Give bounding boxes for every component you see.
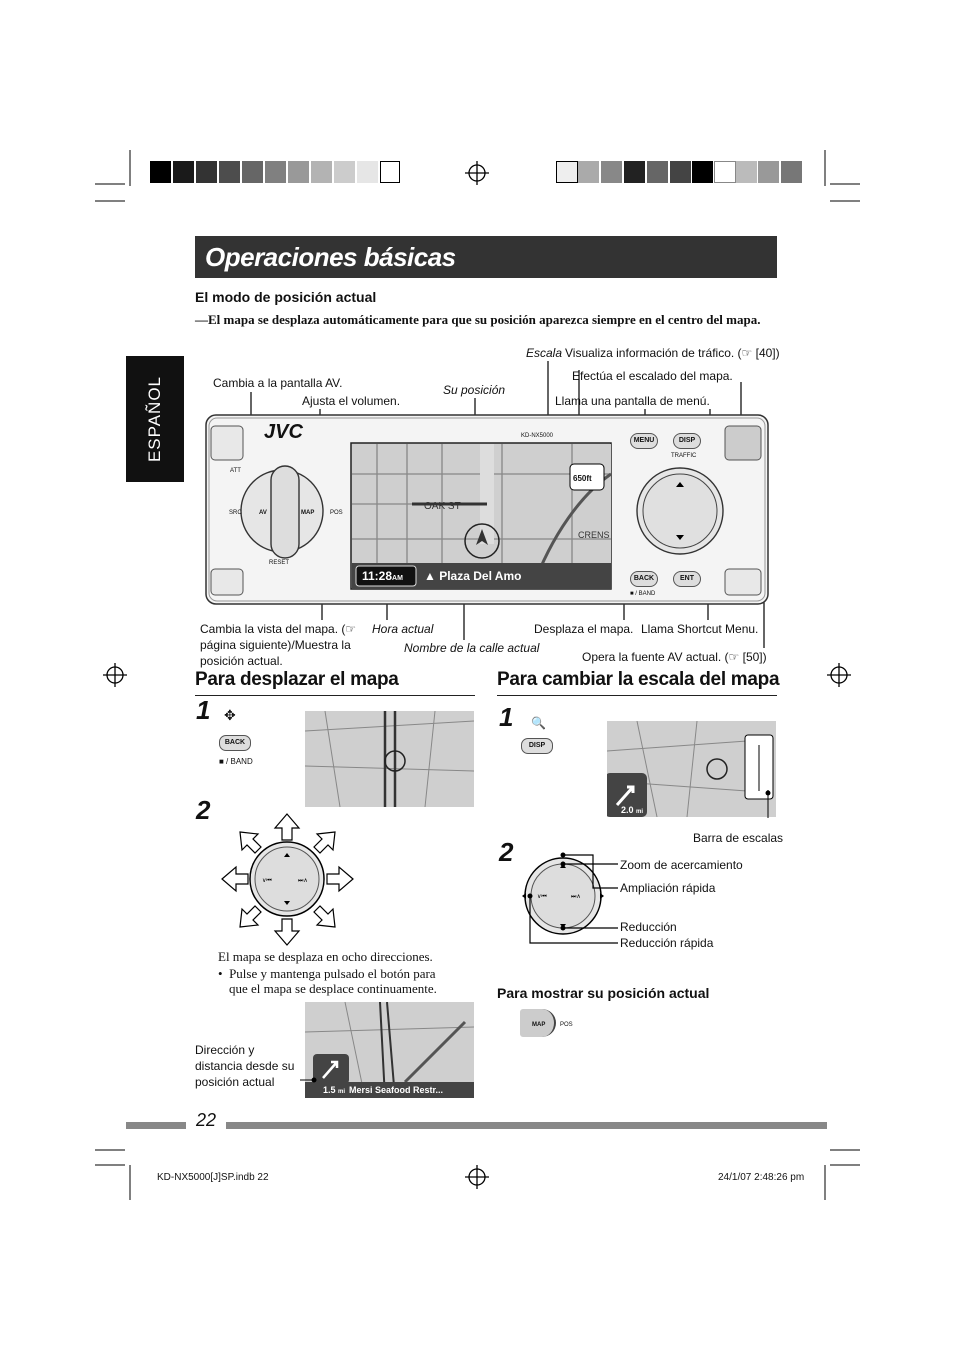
reduccion-label: Reducción	[620, 920, 677, 934]
pos-label: POS	[330, 510, 343, 516]
menu-button[interactable]: MENU	[630, 433, 658, 449]
position-heading: Para mostrar su posición actual	[497, 985, 710, 1001]
device-map-screen: OAK ST CRENS 650ft 11:28AM ▲ Plaza Del A…	[352, 444, 611, 589]
footer-bar-left	[126, 1122, 186, 1129]
move-icon: ✥	[224, 707, 236, 723]
callout-fuente-av: Opera la fuente AV actual. (☞ [50])	[582, 650, 767, 664]
svg-text:⏭∧: ⏭∧	[571, 893, 581, 900]
src-label: SRC	[229, 510, 242, 516]
callout-trafico: Visualiza información de tráfico. (☞ [40…	[565, 346, 780, 360]
callout-desplaza: Desplaza el mapa.	[534, 622, 634, 636]
reduccion-rapida-label: Reducción rápida	[620, 936, 714, 950]
footer-file: KD-NX5000[J]SP.indb 22	[157, 1172, 269, 1183]
pan-map-2: 1.5 mi Mersi Seafood Restr...	[305, 1002, 474, 1098]
barra-leader	[765, 790, 771, 818]
pan-description: El mapa se desplaza en ocho direcciones.	[218, 949, 433, 964]
disp-button[interactable]: DISP	[673, 433, 701, 449]
section-intro: —El mapa se desplaza automáticamente par…	[195, 312, 761, 327]
traffic-label: TRAFFIC	[671, 453, 697, 459]
barra-label: Barra de escalas	[693, 831, 784, 845]
brand-logo: JVC	[264, 421, 303, 443]
map-street-name: ▲ Plaza Del Amo	[424, 569, 522, 583]
callout-escala: Escala	[526, 346, 563, 360]
title-bar: Operaciones básicas	[195, 236, 777, 278]
pan-step-1: 1	[196, 695, 211, 725]
section-heading: El modo de posición actual	[195, 289, 377, 305]
map-clock: 11:28AM	[362, 569, 403, 583]
pan-bullet: • Pulse y mantenga pulsado el botón para	[218, 966, 436, 981]
scale-disp-button[interactable]: DISP	[521, 738, 553, 754]
pan-back-button[interactable]: BACK	[219, 735, 251, 751]
map-pos-button-label: MAP	[532, 1022, 546, 1028]
ent-button[interactable]: ENT	[673, 571, 701, 587]
zoom-label: Zoom de acercamiento	[620, 858, 743, 872]
pan-map-place: Mersi Seafood Restr...	[349, 1085, 444, 1095]
callout-escalado: Efectúa el escalado del mapa.	[572, 369, 733, 383]
scale-control-pad[interactable]: ∨⏮ ⏭∧	[515, 850, 625, 950]
callout-shortcut: Llama Shortcut Menu.	[641, 622, 759, 636]
ampliacion-label: Ampliación rápida	[620, 881, 716, 895]
pan-step-2: 2	[196, 795, 211, 825]
pan-bullet-cont: que el mapa se desplace continuamente.	[229, 981, 437, 996]
callout-vista-line3: posición actual.	[200, 654, 283, 668]
page-title: Operaciones básicas	[205, 242, 456, 272]
eight-direction-pad[interactable]: ∨⏮ ⏭∧	[220, 812, 355, 947]
pos-button-label: POS	[560, 1022, 573, 1028]
dir-label-3: posición actual	[195, 1075, 275, 1089]
pan-map-1	[305, 711, 474, 807]
callout-cambia-av: Cambia a la pantalla AV.	[213, 376, 343, 390]
svg-text:∨⏮: ∨⏮	[262, 877, 272, 884]
scale-step-1: 1	[499, 702, 514, 732]
callout-calle: Nombre de la calle actual	[404, 641, 540, 655]
callout-su-posicion: Su posición	[443, 383, 506, 397]
scale-step-2: 2	[499, 837, 514, 867]
att-label: ATT	[230, 468, 241, 474]
pan-heading: Para desplazar el mapa	[195, 669, 399, 690]
scale-map-distance: 2.0 mi	[621, 805, 644, 815]
dir-leader	[300, 1077, 317, 1083]
footer-bar-right	[226, 1122, 827, 1129]
callout-vista-line2: página siguiente)/Muestra la	[200, 638, 351, 652]
footer-date: 24/1/07 2:48:26 pm	[718, 1172, 805, 1183]
back-button[interactable]: BACK	[630, 571, 658, 587]
page-number: 22	[196, 1110, 217, 1130]
svg-text:⏭∧: ⏭∧	[298, 877, 308, 884]
callout-vista-line1: Cambia la vista del mapa. (☞	[200, 622, 357, 636]
reset-button[interactable]: RESET	[269, 560, 290, 566]
map-pos-button[interactable]	[520, 1009, 556, 1037]
pan-band-label: ■ / BAND	[219, 757, 253, 766]
language-tab: ESPAÑOL	[126, 356, 184, 482]
map-street-oak: OAK ST	[424, 501, 461, 512]
map-scale-readout: 650ft	[573, 474, 592, 483]
callout-volumen: Ajusta el volumen.	[302, 394, 401, 408]
scale-heading: Para cambiar la escala del mapa	[497, 669, 780, 690]
map-button[interactable]: MAP	[301, 510, 315, 516]
map-roads	[352, 444, 611, 589]
svg-text:∨⏮: ∨⏮	[537, 893, 547, 900]
callout-menu: Llama una pantalla de menú.	[555, 394, 710, 408]
pan-map-distance: 1.5 mi	[323, 1085, 346, 1095]
band-label: ■ / BAND	[630, 591, 656, 597]
av-button[interactable]: AV	[259, 510, 267, 516]
model-label: KD-NX5000	[521, 433, 554, 439]
callout-hora: Hora actual	[372, 622, 434, 636]
map-street-crens: CRENS	[578, 530, 610, 540]
scale-map: 2.0 mi	[607, 721, 776, 817]
magnifier-icon: 🔍	[531, 716, 546, 730]
dir-label-1: Dirección y	[195, 1043, 255, 1057]
dir-label-2: distancia desde su	[195, 1059, 295, 1073]
